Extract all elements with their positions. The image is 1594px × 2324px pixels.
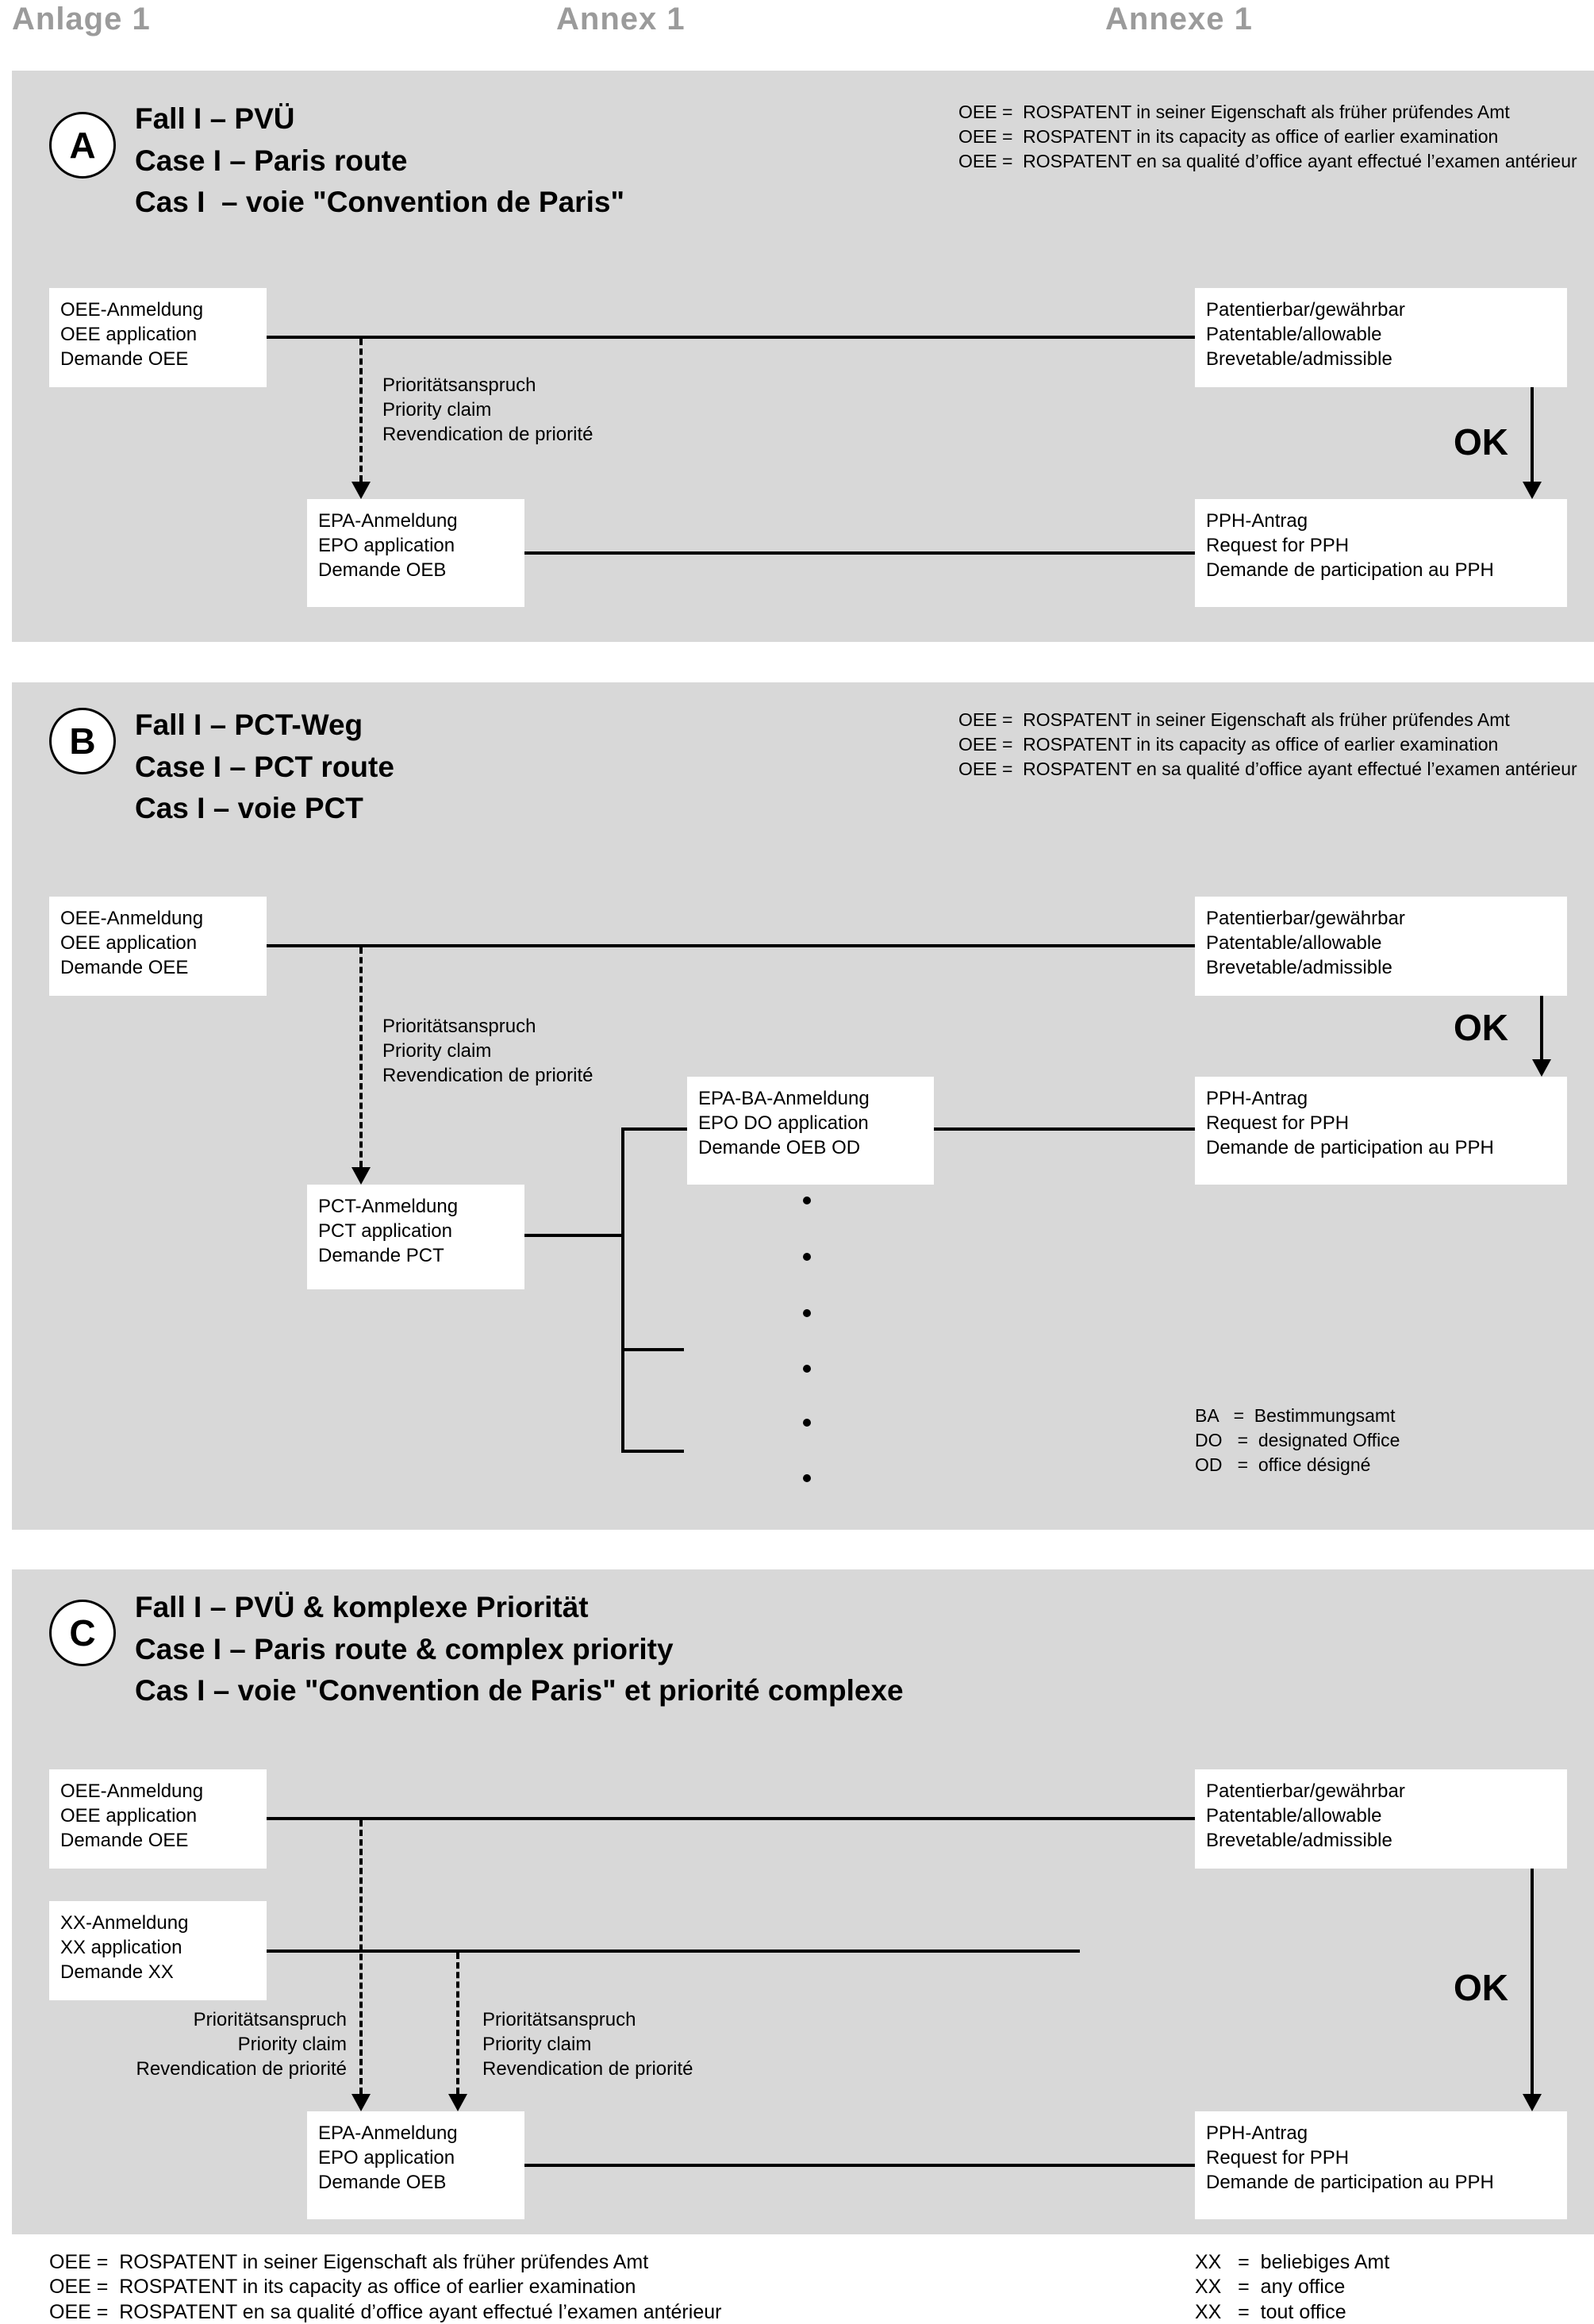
header-annexe: Annexe 1 xyxy=(1105,2,1253,36)
priority-claim-arrow-1-c xyxy=(359,1820,363,2094)
footer-xx-legend: XX = beliebiges Amt XX = any office XX =… xyxy=(1195,2251,1390,2323)
branch-to-epodo-b xyxy=(624,1127,687,1131)
connector-epodo-to-pph-b xyxy=(934,1127,1195,1131)
connector-epo-to-pph-c xyxy=(524,2164,1195,2167)
ok-arrow-b xyxy=(1540,996,1543,1059)
connector-pct-to-trunk-b xyxy=(524,1234,624,1237)
ok-arrow-c xyxy=(1531,1869,1534,2094)
panel-c-title: Fall I – PVÜ & komplexe Priorität Case I… xyxy=(135,1591,904,1707)
panel-b-badge: B xyxy=(49,708,116,774)
panel-c-badge: C xyxy=(49,1600,116,1666)
ok-label-a: OK xyxy=(1454,421,1508,463)
designated-offices-trunk-b xyxy=(621,1127,624,1453)
priority-claim-arrow-2-c xyxy=(456,1953,459,2094)
box-patentable-b: Patentierbar/gewährbar Patentable/allowa… xyxy=(1195,897,1567,996)
priority-claim-label-a: Prioritätsanspruch Priority claim Revend… xyxy=(382,375,593,446)
box-pct-application-b: PCT-Anmeldung PCT application Demande PC… xyxy=(307,1185,524,1289)
panel-a-title: Fall I – PVÜ Case I – Paris route Cas I … xyxy=(135,102,624,219)
priority-claim-arrow-a xyxy=(359,339,363,482)
box-oee-application-b: OEE-Anmeldung OEE application Demande OE… xyxy=(49,897,267,996)
priority-claim-label-left-c: Prioritätsanspruch Priority claim Revend… xyxy=(136,2009,348,2080)
box-epo-do-application-b: EPA-BA-Anmeldung EPO DO application Dema… xyxy=(687,1077,934,1185)
box-pph-request-a: PPH-Antrag Request for PPH Demande de pa… xyxy=(1195,499,1567,607)
ellipsis-dot xyxy=(803,1365,811,1373)
priority-arrowhead-icon-1-c xyxy=(351,2094,371,2111)
box-oee-application-c: OEE-Anmeldung OEE application Demande OE… xyxy=(49,1769,267,1869)
footer-oee-legend: OEE = ROSPATENT in seiner Eigenschaft al… xyxy=(49,2251,722,2323)
header-anlage: Anlage 1 xyxy=(12,2,151,36)
priority-arrowhead-icon-2-c xyxy=(448,2094,467,2111)
box-pph-request-c: PPH-Antrag Request for PPH Demande de pa… xyxy=(1195,2111,1567,2219)
branch-stub-mid-b xyxy=(624,1348,684,1351)
panel-a-badge: A xyxy=(49,112,116,179)
connector-xx-timeline-c xyxy=(267,1949,1080,1953)
ok-arrow-a xyxy=(1531,387,1534,482)
ok-label-c: OK xyxy=(1454,1967,1508,2008)
priority-claim-label-b: Prioritätsanspruch Priority claim Revend… xyxy=(382,1016,593,1087)
panel-b-title: Fall I – PCT-Weg Case I – PCT route Cas … xyxy=(135,709,394,825)
branch-stub-low-b xyxy=(624,1450,684,1453)
ellipsis-dot xyxy=(803,1474,811,1482)
ellipsis-dot xyxy=(803,1197,811,1204)
ok-arrowhead-icon-b xyxy=(1532,1059,1551,1077)
box-oee-application-a: OEE-Anmeldung OEE application Demande OE… xyxy=(49,288,267,387)
designated-office-legend-b: BA = Bestimmungsamt DO = designated Offi… xyxy=(1195,1405,1400,1475)
priority-claim-arrow-b xyxy=(359,947,363,1167)
priority-claim-label-right-c: Prioritätsanspruch Priority claim Revend… xyxy=(482,2009,693,2080)
connector-oee-to-patentable-b xyxy=(267,944,1195,947)
ok-arrowhead-icon-a xyxy=(1523,482,1542,499)
panel-a-oee-legend: OEE = ROSPATENT in seiner Eigenschaft al… xyxy=(958,102,1577,171)
priority-arrowhead-icon-b xyxy=(351,1167,371,1185)
box-xx-application-c: XX-Anmeldung XX application Demande XX xyxy=(49,1901,267,2000)
box-patentable-c: Patentierbar/gewährbar Patentable/allowa… xyxy=(1195,1769,1567,1869)
ellipsis-dot xyxy=(803,1419,811,1427)
ellipsis-dot xyxy=(803,1309,811,1317)
ok-arrowhead-icon-c xyxy=(1523,2094,1542,2111)
ok-label-b: OK xyxy=(1454,1007,1508,1048)
connector-epo-to-pph-a xyxy=(524,551,1195,555)
panel-b-oee-legend: OEE = ROSPATENT in seiner Eigenschaft al… xyxy=(958,709,1577,779)
box-epo-application-a: EPA-Anmeldung EPO application Demande OE… xyxy=(307,499,524,607)
box-epo-application-c: EPA-Anmeldung EPO application Demande OE… xyxy=(307,2111,524,2219)
ellipsis-dot xyxy=(803,1253,811,1261)
priority-arrowhead-icon-a xyxy=(351,482,371,499)
connector-oee-to-patentable-a xyxy=(267,336,1195,339)
box-pph-request-b: PPH-Antrag Request for PPH Demande de pa… xyxy=(1195,1077,1567,1185)
connector-oee-to-patentable-c xyxy=(267,1817,1195,1820)
header-annex: Annex 1 xyxy=(556,2,686,36)
box-patentable-a: Patentierbar/gewährbar Patentable/allowa… xyxy=(1195,288,1567,387)
